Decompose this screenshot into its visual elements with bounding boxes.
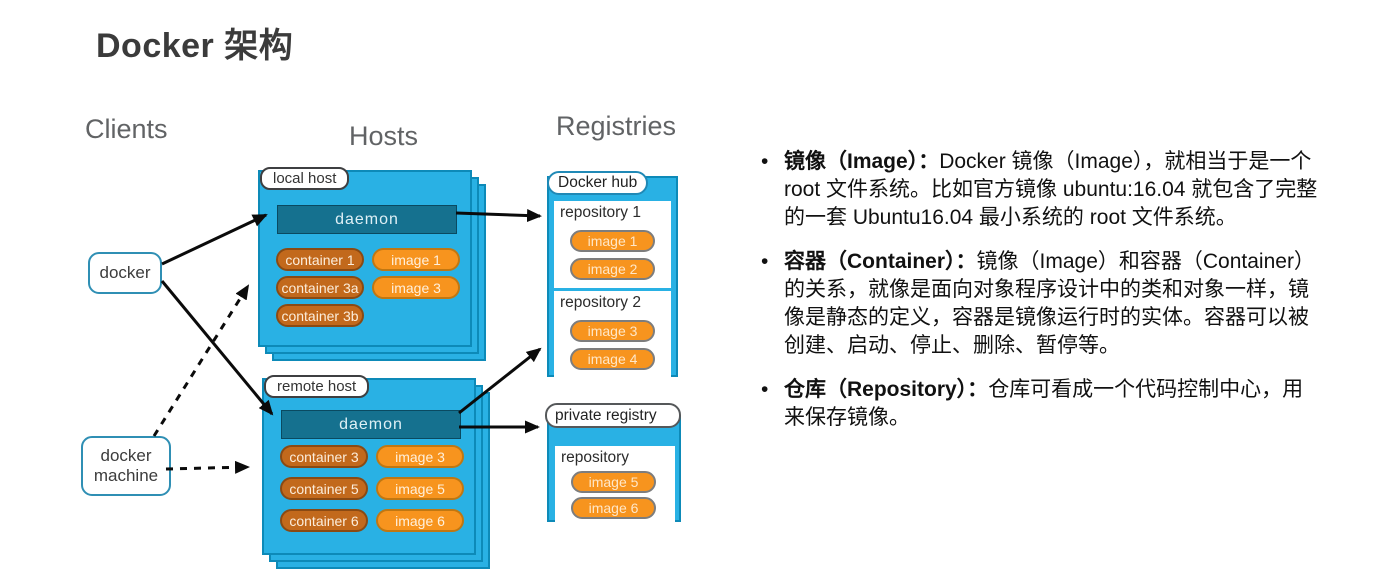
remote-host-group: daemon container 3 container 5 container…	[262, 375, 490, 569]
note-repository: • 仓库（Repository）：仓库可看成一个代码控制中心，用来保存镜像。	[750, 376, 1322, 432]
note-term: 仓库（Repository）：	[784, 378, 989, 401]
note-text: 仓库可看成一个代码控制中心，用来保存镜像。	[784, 378, 1304, 429]
repository-name: repository 2	[560, 294, 641, 311]
private-registry-box: repository image 5 image 6	[547, 415, 681, 528]
column-header-clients: Clients	[85, 114, 168, 144]
dashed-arrow-docker-machine-to-local-host	[152, 284, 250, 437]
image-pill: image 3	[372, 276, 460, 299]
container-pill: container 1	[276, 248, 364, 271]
note-term: 镜像（Image）：	[784, 150, 940, 173]
image-pill: image 1	[372, 248, 460, 271]
image-pill: image 3	[570, 320, 655, 342]
repository-name: repository	[561, 449, 630, 466]
docker-machine-client-node: docker machine	[81, 436, 171, 496]
local-host-box: daemon container 1 container 3a containe…	[258, 170, 472, 347]
repository-name: repository 1	[560, 204, 641, 221]
arrow-docker-to-local-daemon	[161, 213, 268, 266]
page-title: Docker 架构	[96, 27, 294, 65]
container-pill: container 5	[280, 477, 368, 500]
local-host-group: daemon container 1 container 3a containe…	[258, 167, 486, 361]
container-pill: container 6	[280, 509, 368, 532]
dashed-arrow-docker-machine-to-remote-host	[165, 460, 250, 474]
arrow-docker-to-remote-daemon	[160, 280, 274, 416]
bullet-icon: •	[761, 250, 769, 273]
docker-hub-label: Docker hub	[547, 171, 649, 195]
docker-hub-group: Docker hub repository 1 image 1 image 2 …	[547, 171, 678, 378]
note-container: • 容器（Container）：镜像（Image）和容器（Container）的…	[750, 248, 1322, 360]
image-pill: image 5	[376, 477, 464, 500]
repository-1-box: repository 1 image 1 image 2	[554, 201, 671, 288]
bullet-icon: •	[761, 150, 769, 173]
image-pill: image 2	[570, 258, 655, 280]
image-pill: image 1	[570, 230, 655, 252]
image-pill: image 6	[571, 497, 656, 519]
docker-client-node: docker	[88, 252, 162, 294]
image-pill: image 5	[571, 471, 656, 493]
image-pill: image 4	[570, 348, 655, 370]
note-term: 容器（Container）：	[784, 250, 977, 273]
image-pill: image 3	[376, 445, 464, 468]
remote-host-box: daemon container 3 container 5 container…	[262, 378, 476, 555]
container-pill: container 3	[280, 445, 368, 468]
note-image: • 镜像（Image）：Docker 镜像（Image），就相当于是一个 roo…	[750, 148, 1322, 232]
local-daemon-bar: daemon	[277, 205, 457, 234]
container-pill: container 3b	[276, 304, 364, 327]
bullet-icon: •	[761, 378, 769, 401]
notes-panel: • 镜像（Image）：Docker 镜像（Image），就相当于是一个 roo…	[750, 148, 1322, 448]
note-text: Docker 镜像（Image），就相当于是一个 root 文件系统。比如官方镜…	[784, 150, 1318, 229]
remote-daemon-bar: daemon	[281, 410, 461, 439]
column-header-hosts: Hosts	[349, 121, 419, 151]
repository-box: repository image 5 image 6	[555, 446, 675, 528]
remote-host-label: remote host	[264, 375, 370, 398]
column-header-registries: Registries	[556, 111, 677, 141]
private-registry-label: private registry	[545, 403, 681, 428]
local-host-label: local host	[260, 167, 350, 190]
note-text: 镜像（Image）和容器（Container）的关系，就像是面向对象程序设计中的…	[784, 250, 1315, 357]
image-pill: image 6	[376, 509, 464, 532]
private-registry-group: repository image 5 image 6 private regis…	[545, 403, 681, 528]
container-pill: container 3a	[276, 276, 364, 299]
repository-2-box: repository 2 image 3 image 4	[554, 291, 671, 378]
